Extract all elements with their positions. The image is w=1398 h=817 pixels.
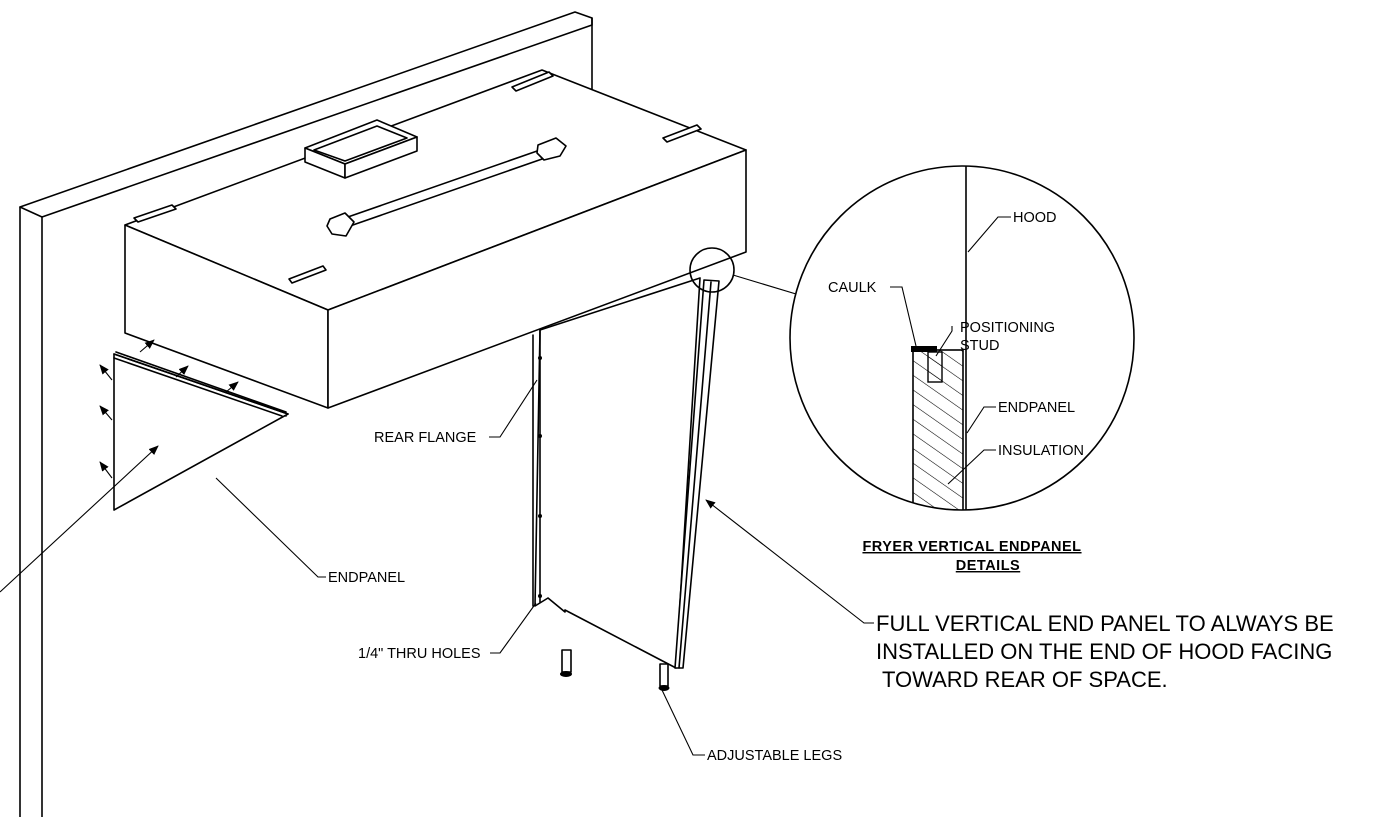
- label-thru-holes: 1/4" THRU HOLES: [358, 646, 481, 662]
- note-line2: INSTALLED ON THE END OF HOOD FACING: [876, 639, 1332, 664]
- exhaust-collar: [304, 119, 418, 179]
- leader-lines: [215, 216, 1011, 756]
- thru-hole: [538, 434, 542, 438]
- label-positioning: POSITIONING: [960, 320, 1055, 336]
- detail-callout: [689, 165, 1135, 511]
- thru-hole: [538, 356, 542, 360]
- duct-bar: [326, 137, 567, 237]
- adjustable-leg: [658, 663, 670, 691]
- label-caulk: CAULK: [828, 280, 877, 296]
- adjustable-leg: [560, 649, 572, 677]
- thru-hole: [538, 514, 542, 518]
- label-hood: HOOD: [1013, 210, 1057, 226]
- label-rear-flange: REAR FLANGE: [374, 430, 477, 446]
- label-adjustable-legs: ADJUSTABLE LEGS: [707, 748, 842, 764]
- label-stud: STUD: [960, 338, 999, 354]
- thru-hole: [538, 594, 542, 598]
- label-endpanel-detail: ENDPANEL: [998, 400, 1075, 416]
- hood: [115, 69, 747, 417]
- label-insulation: INSULATION: [998, 443, 1084, 459]
- wall: [19, 11, 593, 817]
- hanger-bracket: [133, 71, 702, 284]
- detail-title-line2: DETAILS: [956, 558, 1020, 574]
- note-line1: FULL VERTICAL END PANEL TO ALWAYS BE: [876, 611, 1334, 636]
- label-endpanel: ENDPANEL: [328, 570, 405, 586]
- vertical-end-panel: [532, 277, 720, 691]
- detail-title-line1: FRYER VERTICAL ENDPANEL: [862, 539, 1081, 555]
- note-line3: TOWARD REAR OF SPACE.: [882, 667, 1168, 692]
- triangular-endpanel: [99, 339, 289, 511]
